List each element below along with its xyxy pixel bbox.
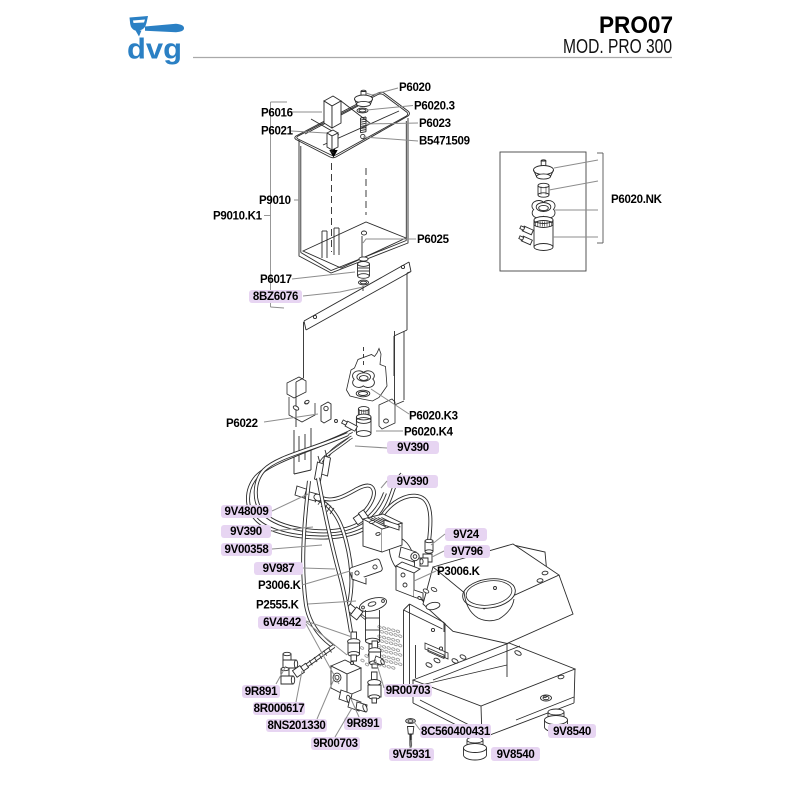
svg-text:9V48009: 9V48009: [225, 506, 269, 518]
svg-text:P6022: P6022: [226, 418, 258, 430]
svg-text:P3006.K: P3006.K: [437, 566, 481, 578]
svg-text:9V390: 9V390: [397, 442, 429, 454]
svg-text:9V8540: 9V8540: [553, 726, 591, 738]
svg-text:P3006.K: P3006.K: [258, 580, 302, 592]
svg-text:9R00703: 9R00703: [386, 685, 431, 697]
svg-text:P9010.K1: P9010.K1: [213, 211, 263, 223]
svg-text:9V796: 9V796: [451, 546, 483, 558]
svg-text:9V5931: 9V5931: [393, 749, 432, 761]
svg-text:dvg: dvg: [127, 34, 182, 66]
svg-text:8NS201330: 8NS201330: [267, 720, 325, 732]
svg-text:P6020.NK: P6020.NK: [611, 194, 663, 206]
svg-text:P6025: P6025: [417, 234, 450, 246]
svg-text:9V00358: 9V00358: [225, 544, 270, 556]
svg-text:P6023: P6023: [419, 118, 451, 130]
svg-text:8C560400431: 8C560400431: [421, 726, 491, 738]
svg-text:B5471509: B5471509: [419, 136, 470, 148]
svg-text:9V390: 9V390: [397, 476, 429, 488]
svg-text:P9010: P9010: [259, 195, 291, 207]
svg-text:P6020.K3: P6020.K3: [409, 411, 458, 423]
svg-text:PRO07: PRO07: [599, 12, 673, 39]
svg-text:P6020.K4: P6020.K4: [404, 427, 454, 439]
svg-text:P6021: P6021: [261, 126, 294, 138]
svg-text:P2555.K: P2555.K: [256, 600, 300, 612]
svg-text:P6020: P6020: [399, 82, 431, 94]
svg-text:9V987: 9V987: [263, 563, 295, 575]
svg-text:9V8540: 9V8540: [497, 749, 535, 761]
svg-text:9R00703: 9R00703: [313, 738, 358, 750]
svg-text:8BZ6076: 8BZ6076: [253, 291, 298, 303]
svg-text:9V24: 9V24: [453, 529, 480, 541]
svg-text:6V4642: 6V4642: [263, 617, 301, 629]
svg-text:8R000617: 8R000617: [254, 703, 305, 715]
svg-text:P6016: P6016: [261, 108, 293, 120]
svg-text:MOD. PRO 300: MOD. PRO 300: [563, 35, 672, 58]
svg-text:P6017: P6017: [260, 274, 292, 286]
svg-text:9V390: 9V390: [230, 526, 262, 538]
svg-text:9R891: 9R891: [245, 686, 278, 698]
svg-text:9R891: 9R891: [347, 718, 380, 730]
svg-text:P6020.3: P6020.3: [414, 101, 455, 113]
